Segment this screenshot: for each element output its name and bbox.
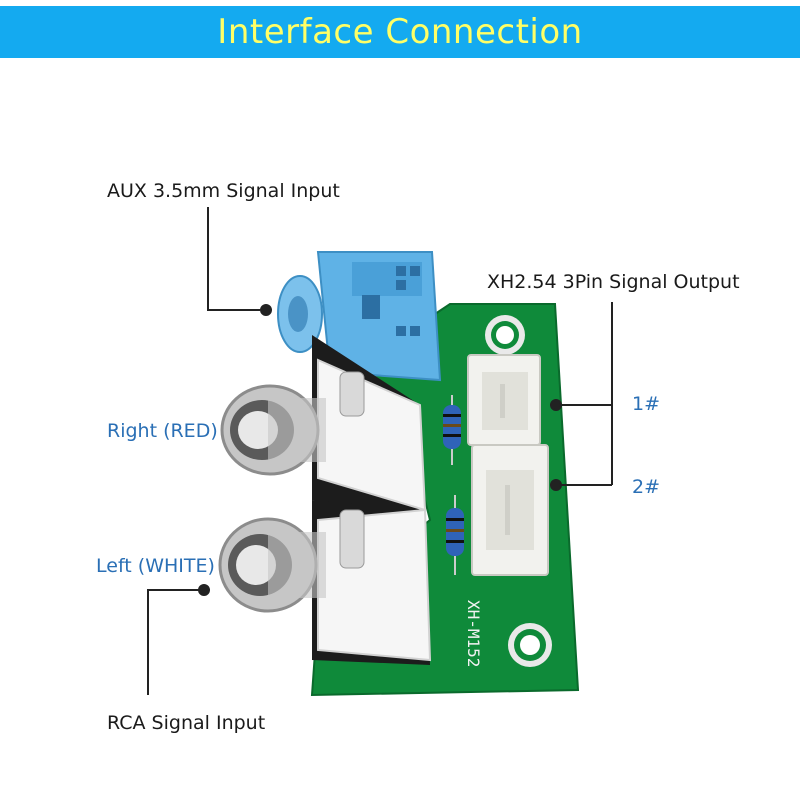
- pin-1-label: 1#: [632, 393, 661, 415]
- pin-2-label: 2#: [632, 476, 661, 498]
- aux-input-label: AUX 3.5mm Signal Input: [107, 180, 340, 202]
- right-red-label: Right (RED): [107, 420, 218, 442]
- resistor-1: [443, 395, 461, 465]
- mounting-hole-top: [485, 315, 525, 355]
- page-title: Interface Connection: [217, 12, 583, 52]
- xh-connector-2: [471, 444, 549, 576]
- rca-jack-right: [220, 335, 427, 520]
- rca-jack-left: [218, 500, 432, 665]
- xh-connector-1: [467, 354, 541, 446]
- xh-output-label: XH2.54 3Pin Signal Output: [487, 271, 740, 293]
- callout-xh-output: [550, 302, 613, 491]
- callout-aux: [207, 207, 272, 316]
- callout-rca: [147, 584, 210, 695]
- rca-input-label: RCA Signal Input: [107, 712, 266, 734]
- header-bar: [0, 6, 800, 58]
- resistor-2: [446, 495, 464, 575]
- silkscreen-label: XH-M152: [464, 600, 483, 667]
- left-white-label: Left (WHITE): [96, 555, 215, 577]
- mounting-hole-bottom: [508, 623, 552, 667]
- aux-jack: [277, 251, 442, 382]
- header: Interface Connection: [0, 0, 800, 60]
